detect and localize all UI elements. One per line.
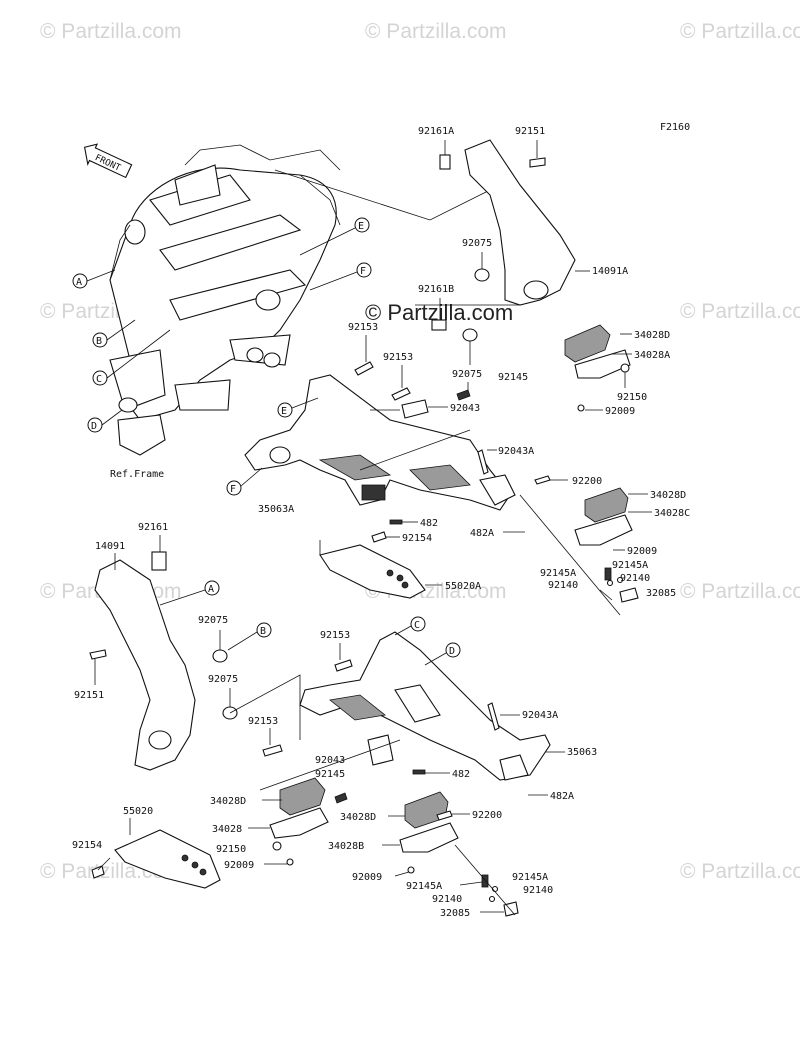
part-label: 92145A <box>406 881 442 892</box>
part-label: 34028D <box>634 330 670 341</box>
callout-d: D <box>449 646 455 657</box>
part-label: 92200 <box>572 476 602 487</box>
part-label: 92154 <box>72 840 102 851</box>
part-label: 482A <box>550 791 574 802</box>
part-label: 14091 <box>95 541 125 552</box>
part-label: 92145 <box>315 769 345 780</box>
part-label: 34028B <box>328 841 364 852</box>
part-label: 92075 <box>198 615 228 626</box>
lower-assembly <box>89 535 565 917</box>
callout-e: E <box>358 221 364 232</box>
callout-f: F <box>360 266 366 277</box>
part-label: 14091A <box>592 266 628 277</box>
part-label: 34028A <box>634 350 670 361</box>
part-label: 92075 <box>208 674 238 685</box>
watermark: © Partzilla.com <box>680 580 800 603</box>
part-label: 32085 <box>440 908 470 919</box>
part-label: 92145A <box>512 872 548 883</box>
callout-f: F <box>230 484 236 495</box>
part-label: 92140 <box>523 885 553 896</box>
callouts-top: A B C D E F <box>72 217 372 433</box>
part-label: 92043 <box>450 403 480 414</box>
callouts-mid: E F <box>226 397 319 496</box>
watermark: © Partzilla.com <box>680 20 800 43</box>
part-label: 34028D <box>650 490 686 501</box>
part-label: 482 <box>420 518 438 529</box>
callout-c: C <box>96 374 102 385</box>
part-label: 482 <box>452 769 470 780</box>
part-label: 92043 <box>315 755 345 766</box>
part-label: 92153 <box>383 352 413 363</box>
part-label: 92151 <box>74 690 104 701</box>
part-label: 92145A <box>540 568 576 579</box>
part-label: 92151 <box>515 126 545 137</box>
callout-d: D <box>91 421 97 432</box>
part-label: 34028D <box>340 812 376 823</box>
part-label: 92009 <box>224 860 254 871</box>
part-label: 35063 <box>567 747 597 758</box>
part-label: 92150 <box>617 392 647 403</box>
part-label: 34028 <box>212 824 242 835</box>
part-label: 92153 <box>248 716 278 727</box>
part-label: 92009 <box>605 406 635 417</box>
part-label: 92145A <box>612 560 648 571</box>
part-label: 92009 <box>627 546 657 557</box>
part-label: 92009 <box>352 872 382 883</box>
ref-frame-label: Ref.Frame <box>110 469 164 480</box>
callout-a: A <box>208 584 214 595</box>
part-label: 92153 <box>348 322 378 333</box>
upper-assembly <box>244 139 652 616</box>
part-label: 34028C <box>654 508 690 519</box>
part-label: 482A <box>470 528 494 539</box>
watermark: © Partzilla.com <box>680 860 800 883</box>
part-label: 92043A <box>498 446 534 457</box>
part-label: 92145 <box>498 372 528 383</box>
lower-labels: 92161 14091 92075 92151 92075 92153 9215… <box>72 522 597 919</box>
part-label: 92075 <box>452 369 482 380</box>
callout-b: B <box>260 626 266 637</box>
part-label: 92200 <box>472 810 502 821</box>
figure-code: F2160 <box>660 122 690 133</box>
callout-b: B <box>96 336 102 347</box>
watermark: © Partzilla.com <box>680 300 800 323</box>
watermarks: © Partzilla.com © Partzilla.com © Partzi… <box>40 20 800 883</box>
watermark: © Partzilla.com <box>40 20 182 43</box>
part-label: 92140 <box>548 580 578 591</box>
callout-a: A <box>76 277 82 288</box>
part-label: 92154 <box>402 533 432 544</box>
frame-reference: Ref.Frame <box>109 144 341 480</box>
callout-c: C <box>414 620 420 631</box>
upper-labels: 92161A 92151 92075 14091A 92161B 92153 9… <box>258 126 690 599</box>
part-label: 32085 <box>646 588 676 599</box>
part-label: 92150 <box>216 844 246 855</box>
callouts-bottom: A B C D <box>159 580 461 666</box>
part-label: 55020 <box>123 806 153 817</box>
front-arrow: FRONT <box>83 143 133 179</box>
part-label: 92140 <box>620 573 650 584</box>
part-label: 55020A <box>445 581 481 592</box>
part-label: 35063A <box>258 504 294 515</box>
part-label: 92161 <box>138 522 168 533</box>
watermark: © Partzilla.com <box>365 20 507 43</box>
part-label: 92161A <box>418 126 454 137</box>
part-label: 92140 <box>432 894 462 905</box>
part-label: 92043A <box>522 710 558 721</box>
part-label: 92161B <box>418 284 454 295</box>
callout-e: E <box>281 406 287 417</box>
part-label: 92153 <box>320 630 350 641</box>
part-label: 92075 <box>462 238 492 249</box>
part-label: 34028D <box>210 796 246 807</box>
